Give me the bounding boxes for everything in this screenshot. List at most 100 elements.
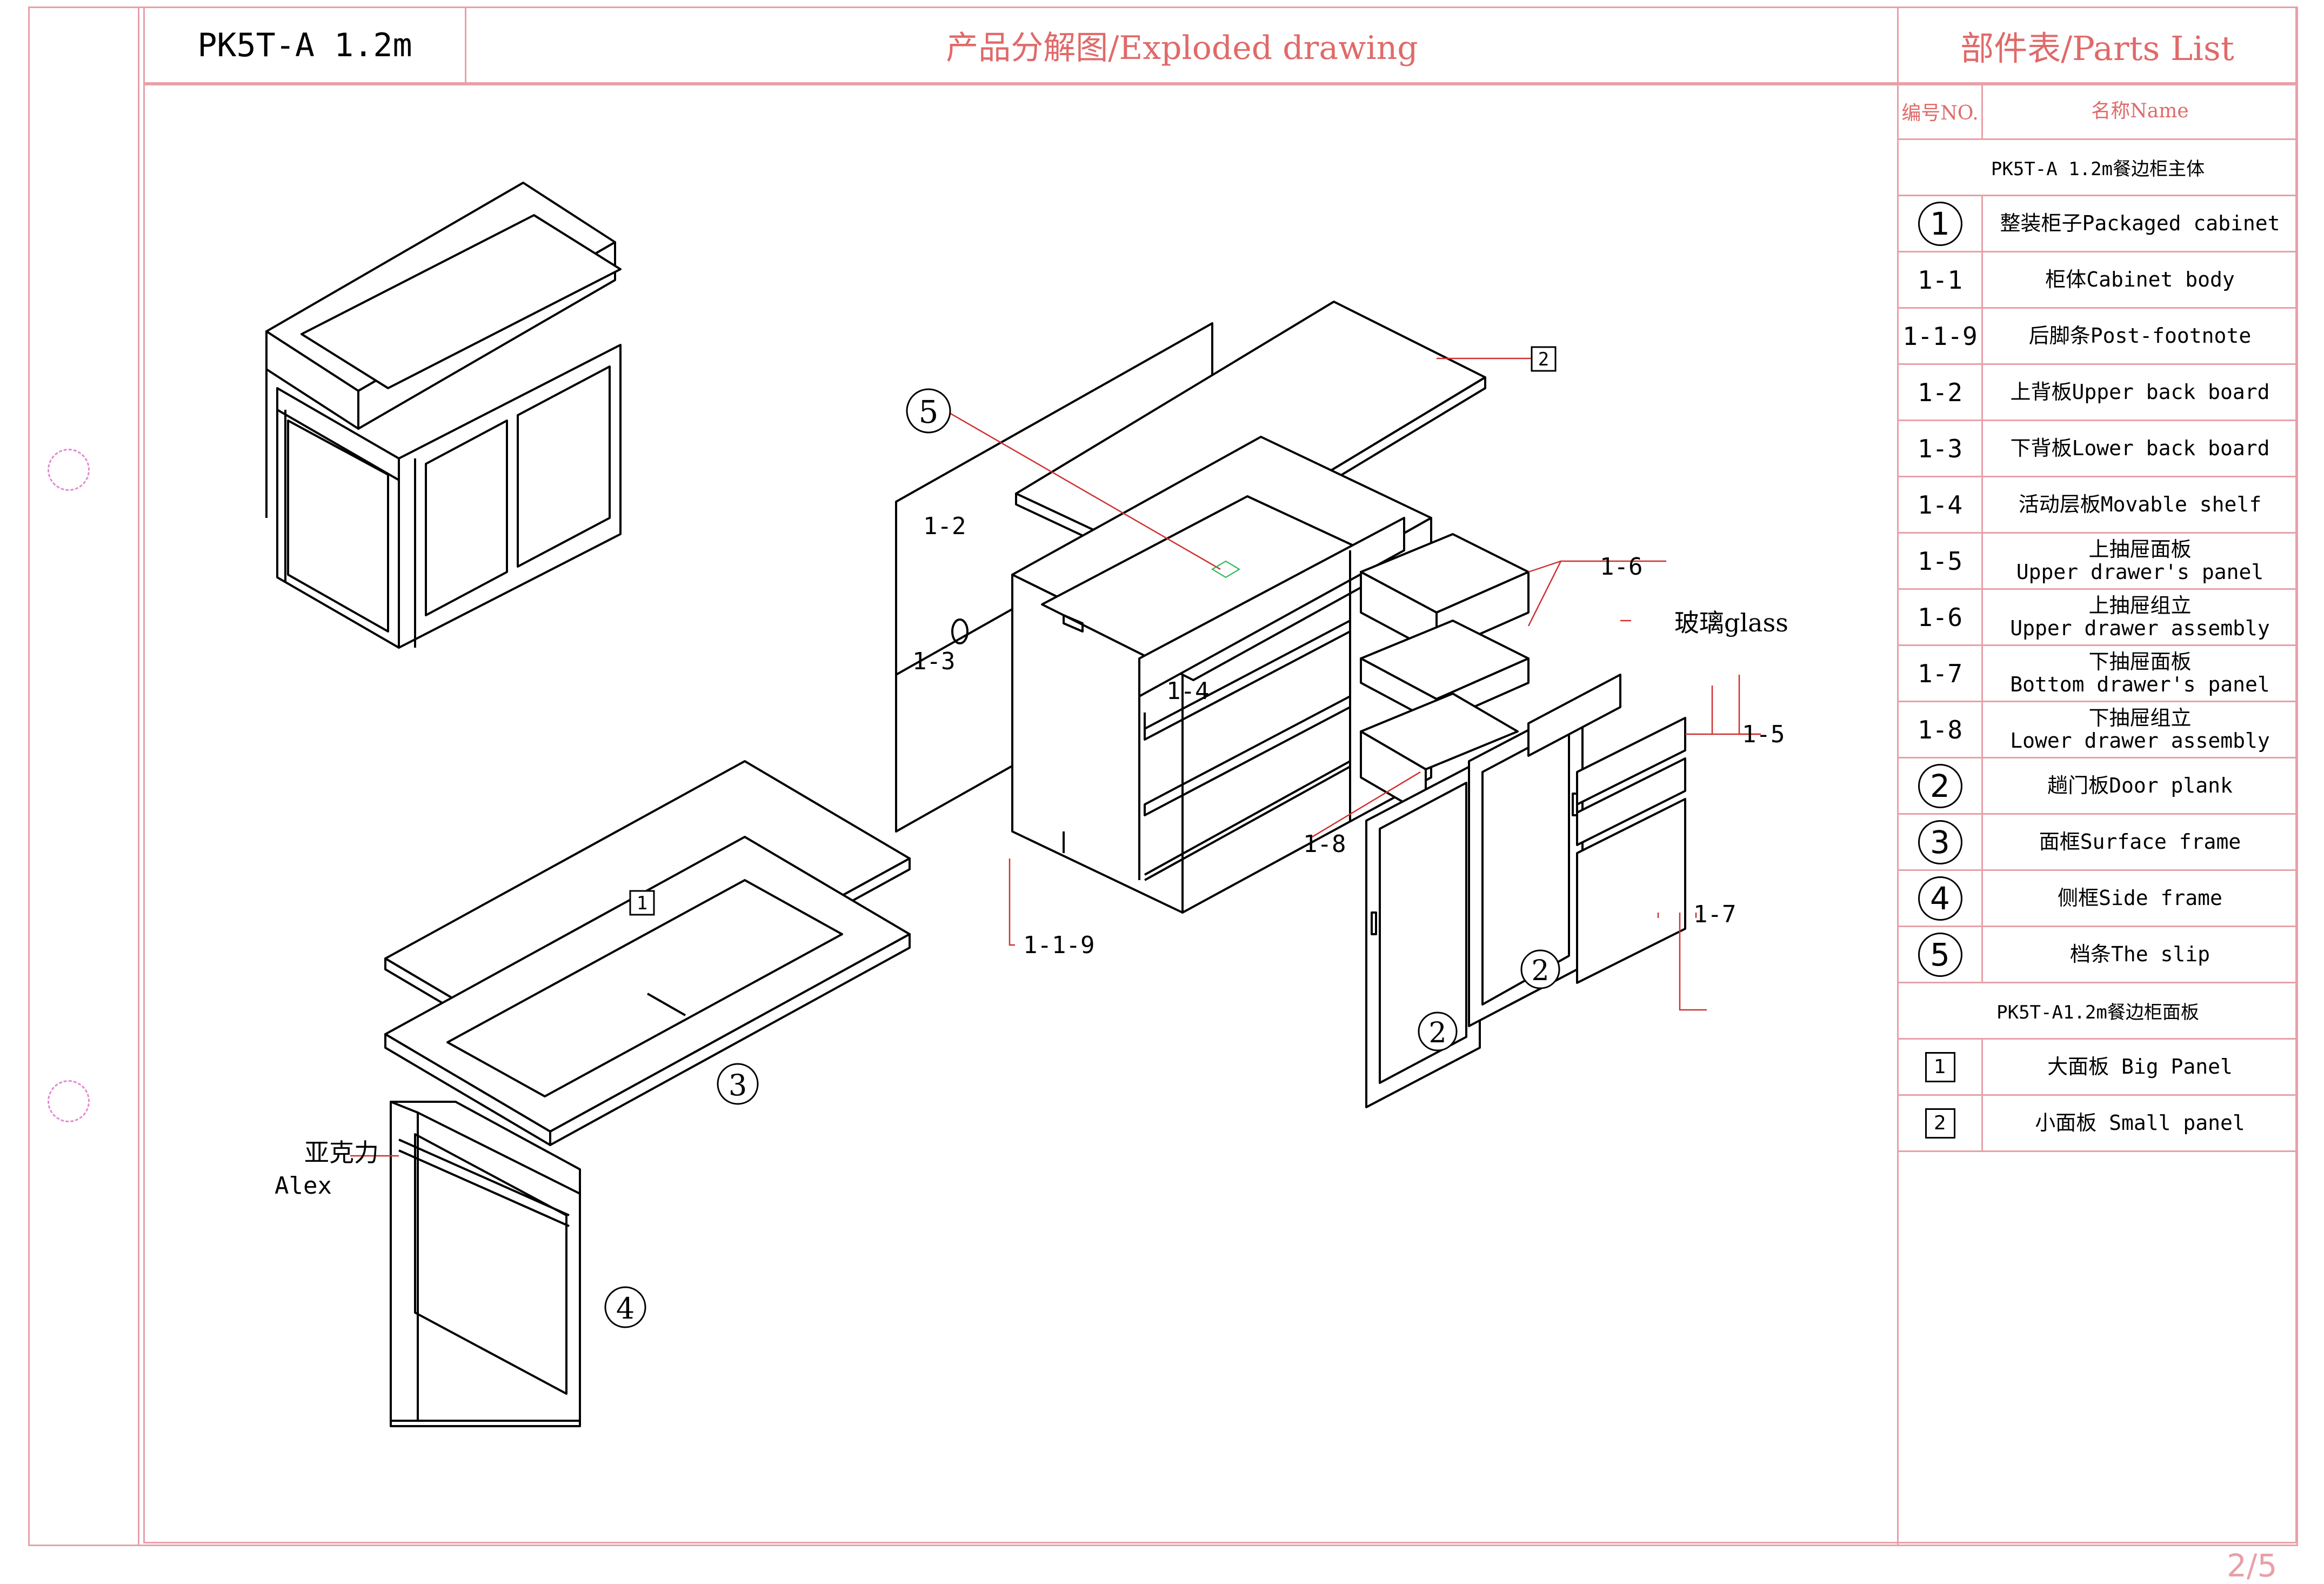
part-number-cell: 3	[1899, 815, 1983, 869]
parts-list-title: 部件表/Parts List	[1960, 28, 2234, 68]
parts-list-row: 4 侧框Side frame	[1899, 871, 2297, 927]
part-name-cell: 面框Surface frame	[1983, 815, 2297, 869]
exploded-drawing: 5 1-2 1-3 1-4 1-6 玻璃glass 1-5 1-8 1-7 1-…	[265, 182, 1788, 1427]
part-name-english: Bottom drawer's panel	[2010, 672, 2270, 696]
part-name-cell: 趟门板Door plank	[1983, 758, 2297, 813]
part-name: 大面板 Big Panel	[2047, 1054, 2233, 1079]
callout-5: 5	[919, 394, 939, 430]
part-name-english: Upper drawer's panel	[2016, 560, 2264, 584]
part-name: 下抽屉组立	[2088, 706, 2192, 730]
punch-hole-bottom	[48, 1080, 90, 1122]
part-name: 趟门板Door plank	[2047, 773, 2233, 797]
callout-1-7: 1-7	[1693, 901, 1736, 928]
callout-acrylic: 亚克力	[304, 1138, 379, 1167]
part-number-circled: 5	[1918, 932, 1962, 977]
callout-door-2a: 2	[1531, 955, 1549, 987]
part-name-cell: 档条The slip	[1983, 927, 2297, 982]
part-name-cell: 下背板Lower back board	[1983, 421, 2297, 476]
parts-list-header-row: 编号NO. 名称Name	[1899, 84, 2297, 140]
callout-1-2: 1-2	[923, 513, 966, 540]
part-number: 1-7	[1917, 658, 1963, 688]
cabinet-body	[1011, 436, 1432, 914]
part-number: 1-4	[1917, 490, 1963, 520]
model-number: PK5T-A 1.2m	[197, 26, 412, 64]
part-name: 上抽屉面板	[2088, 537, 2192, 561]
part-name: 上背板Upper back board	[2010, 380, 2270, 404]
part-number-cell: 1-5	[1899, 534, 1983, 588]
part-number-cell: 1-2	[1899, 365, 1983, 420]
part-number-circled: 3	[1918, 820, 1962, 864]
part-number-cell: 1-7	[1899, 646, 1983, 701]
callout-3: 3	[729, 1068, 747, 1102]
side-frame	[390, 1101, 581, 1427]
part-number-cell: 4	[1899, 871, 1983, 926]
part-name-cell: 小面板 Small panel	[1983, 1096, 2297, 1150]
part-number-cell: 2	[1899, 758, 1983, 813]
callout-1-8: 1-8	[1303, 830, 1346, 858]
part-name: 柜体Cabinet body	[2045, 267, 2235, 291]
parts-list-row: 1-2 上背板Upper back board	[1899, 365, 2297, 421]
part-name: 档条The slip	[2069, 942, 2211, 966]
parts-list-separator	[1897, 6, 1899, 1546]
parts-list-row: 1-3 下背板Lower back board	[1899, 421, 2297, 477]
part-number-cell: 1	[1899, 1040, 1983, 1094]
drawer-assemblies	[1360, 533, 1530, 816]
assembled-cabinet-view	[265, 182, 622, 649]
part-name: 后脚条Post-footnote	[2028, 323, 2252, 348]
parts-list-row: 2 小面板 Small panel	[1899, 1096, 2297, 1152]
drawing-title: 产品分解图/Exploded drawing	[946, 29, 1418, 67]
part-name: 上抽屉组立	[2088, 593, 2192, 617]
surface-frame	[384, 836, 911, 1146]
callout-1-4: 1-4	[1166, 677, 1209, 705]
punch-hole-top	[48, 449, 90, 491]
slip-marker	[1211, 560, 1240, 578]
title-block	[143, 6, 2297, 84]
parts-list-row: 1-1-9 后脚条Post-footnote	[1899, 309, 2297, 365]
part-number-boxed: 1	[1925, 1051, 1955, 1082]
parts-list-row: 2 趟门板Door plank	[1899, 758, 2297, 815]
callout-glass: 玻璃glass	[1674, 608, 1788, 637]
part-number: 1-6	[1917, 602, 1963, 632]
callout-square-1: 1	[637, 893, 647, 914]
callout-1-5: 1-5	[1742, 721, 1785, 748]
parts-group-header-panel: PK5T-A1.2m餐边柜面板	[1899, 983, 2297, 1040]
part-number-cell: 2	[1899, 1096, 1983, 1150]
drawer-panels	[1527, 674, 1686, 984]
part-number-circled: 1	[1918, 201, 1962, 246]
page-number: 2/5	[2227, 1547, 2278, 1584]
part-number: 1-1-9	[1902, 321, 1978, 351]
part-number-circled: 4	[1918, 876, 1962, 921]
part-number-cell: 1-6	[1899, 590, 1983, 644]
part-number: 1-1	[1917, 265, 1963, 295]
part-number-boxed: 2	[1925, 1108, 1955, 1139]
part-number-cell: 1-8	[1899, 702, 1983, 757]
part-name-cell: 后脚条Post-footnote	[1983, 309, 2297, 363]
column-header-no: 编号NO.	[1899, 84, 1983, 138]
part-name: 整装柜子Packaged cabinet	[2000, 211, 2280, 235]
part-number-cell: 5	[1899, 927, 1983, 982]
callout-alex: Alex	[275, 1172, 332, 1200]
part-name-english: Lower drawer assembly	[2010, 728, 2270, 753]
part-name: 面框Surface frame	[2039, 829, 2241, 854]
part-name-cell: 侧框Side frame	[1983, 871, 2297, 926]
part-name-cell: 活动层板Movable shelf	[1983, 477, 2297, 532]
part-name-cell: 整装柜子Packaged cabinet	[1983, 196, 2297, 251]
part-name-cell: 柜体Cabinet body	[1983, 252, 2297, 307]
group-label: PK5T-A 1.2m餐边柜主体	[1991, 158, 2205, 180]
part-name-cell: 上背板Upper back board	[1983, 365, 2297, 420]
part-number: 1-2	[1917, 377, 1963, 407]
binding-margin-line	[138, 6, 139, 1546]
callout-labels: 5 1-2 1-3 1-4 1-6 玻璃glass 1-5 1-8 1-7 1-…	[275, 346, 1788, 1328]
leader-lines	[350, 357, 1761, 1157]
part-number: 1-3	[1917, 434, 1963, 463]
part-number-cell: 1-1	[1899, 252, 1983, 307]
column-header-name: 名称Name	[2091, 99, 2189, 122]
